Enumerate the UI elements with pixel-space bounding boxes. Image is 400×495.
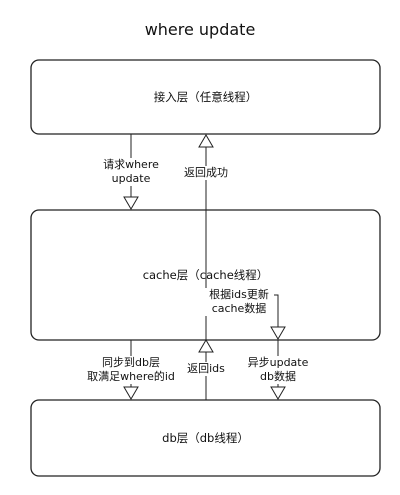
db-layer-label: db层（db线程） (162, 431, 249, 445)
update-cache-loop-label-line2: cache数据 (211, 302, 267, 315)
access-layer-label: 接入层（任意线程） (153, 90, 258, 104)
return-ids-edge-arrowhead (198, 339, 214, 353)
update-cache-loop-label: 根据ids更新 cache数据 (204, 288, 274, 316)
sync-db-edge-arrowhead (123, 386, 139, 400)
diagram-title: where update (144, 20, 256, 39)
async-update-edge-label: 异步update db数据 (242, 356, 314, 384)
sync-db-edge-label-line1: 同步到db层 (102, 356, 160, 369)
sync-db-edge-label: 同步到db层 取满足where的id (78, 356, 184, 384)
return-ids-label: 返回ids (181, 362, 231, 376)
sync-db-edge-label-line2: 取满足where的id (87, 370, 175, 383)
async-update-edge-arrowhead (270, 386, 286, 400)
update-cache-loop-arrowhead (270, 326, 286, 340)
request-edge-label: 请求where update (101, 158, 161, 186)
return-success-edge-arrowhead (198, 134, 214, 148)
request-edge-arrowhead (123, 196, 139, 210)
async-update-edge-label-line2: db数据 (260, 370, 296, 383)
request-edge-label-line2: update (111, 172, 151, 185)
access-layer-box (30, 59, 381, 135)
return-success-label: 返回成功 (179, 166, 233, 180)
async-update-edge-label-line1: 异步update (247, 356, 309, 369)
request-edge-label-line1: 请求where (103, 158, 159, 171)
cache-layer-label: cache层（cache线程） (142, 268, 269, 282)
update-cache-loop-label-line1: 根据ids更新 (209, 288, 269, 301)
